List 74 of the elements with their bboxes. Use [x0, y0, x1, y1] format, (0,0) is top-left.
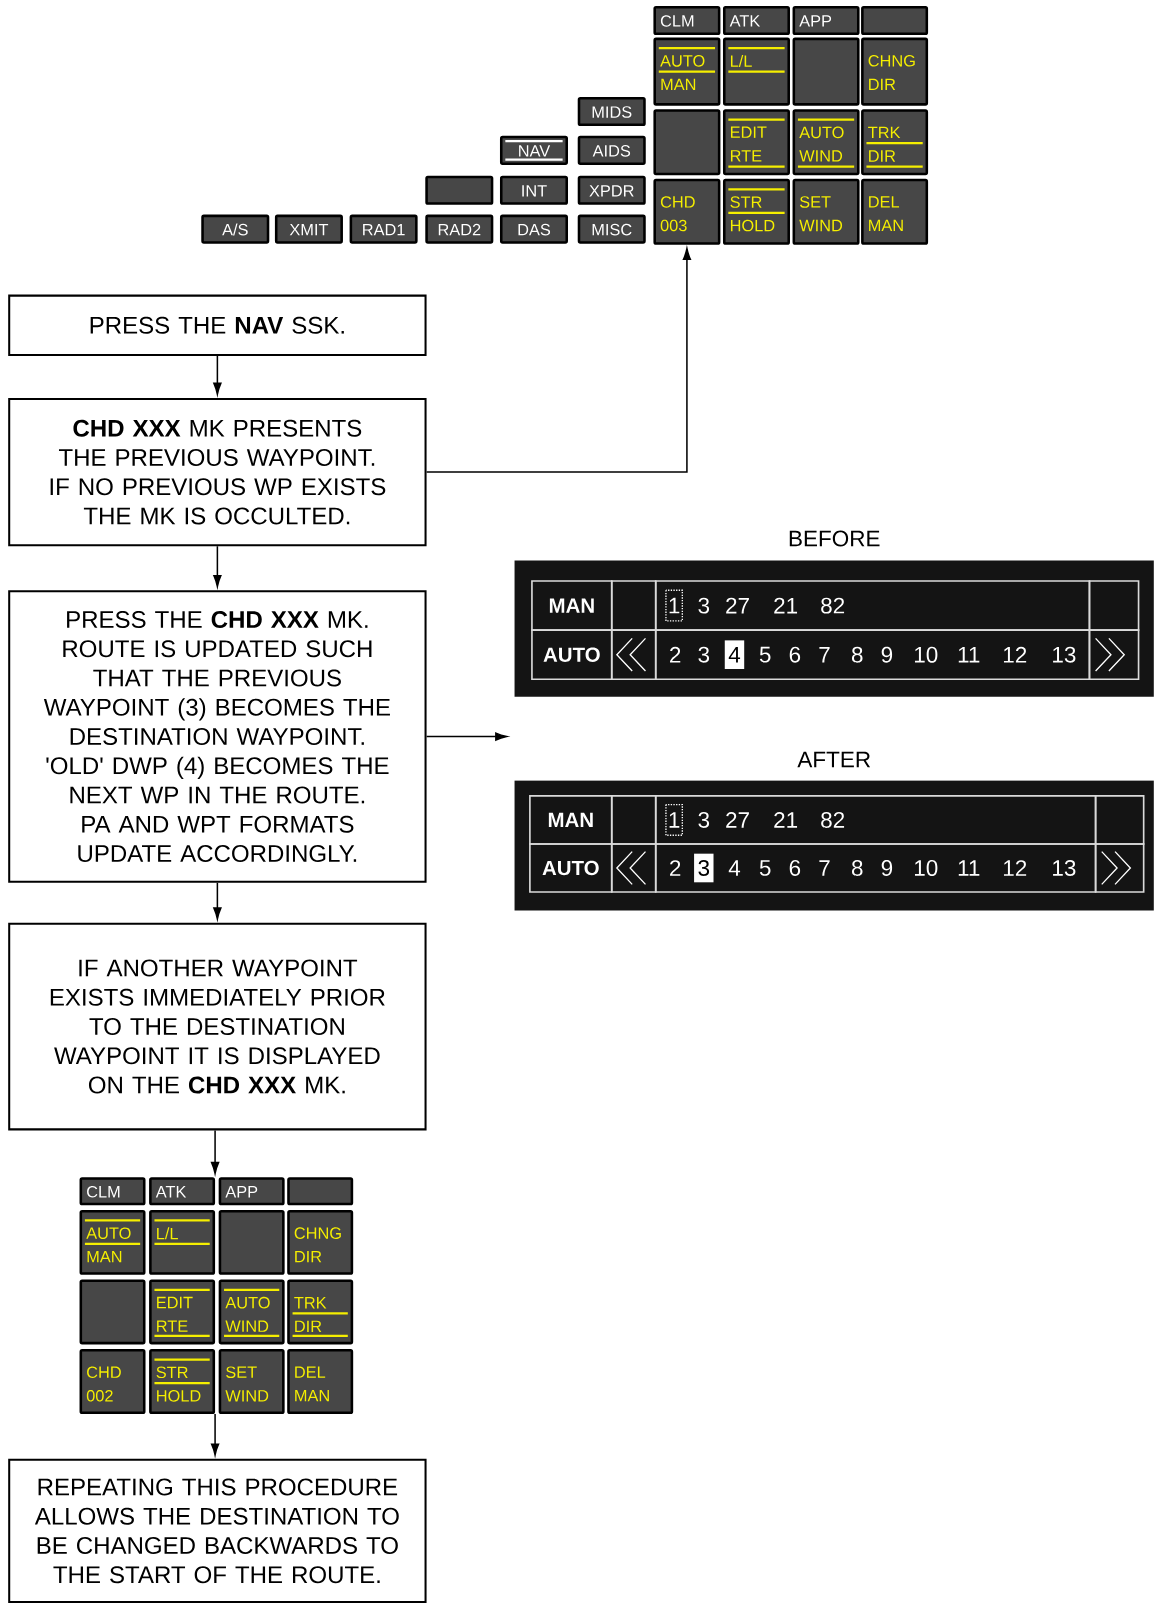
process-box: PRESS THE NAV SSK.	[8, 294, 427, 356]
soft-key: NAV	[500, 135, 569, 165]
soft-key: SET WIND	[218, 1349, 285, 1414]
soft-key: A/S	[201, 214, 270, 244]
process-box: CHD XXX MK PRESENTS THE PREVIOUS WAYPOINT. IF NO PREVIOUS WP EXISTS THE MK IS OCCULTED.	[8, 397, 427, 547]
arrow	[213, 545, 222, 588]
arrow	[425, 732, 508, 741]
soft-key: XPDR	[577, 175, 646, 205]
soft-key	[425, 175, 494, 205]
soft-key: TRK DIR	[861, 109, 929, 176]
arrow	[213, 882, 222, 920]
display-cell: 1 3 27 21 82	[654, 580, 1091, 631]
soft-key: ATK	[149, 1177, 216, 1206]
soft-key: CHD 003	[653, 178, 721, 245]
arrow	[425, 247, 692, 473]
soft-key: APP	[218, 1177, 285, 1206]
soft-key: ATK	[723, 5, 791, 36]
display-cell	[1094, 795, 1145, 845]
soft-key: STR HOLD	[723, 178, 791, 245]
soft-key: L/L	[723, 37, 791, 106]
soft-key	[653, 109, 721, 176]
soft-key: CLM	[79, 1177, 146, 1206]
display-cell	[610, 629, 657, 681]
display-cell: AUTO	[529, 843, 613, 893]
soft-key: MISC	[577, 214, 646, 244]
soft-key: RAD1	[349, 214, 418, 244]
soft-key: EDIT RTE	[149, 1279, 216, 1345]
soft-key: CHD 002	[79, 1349, 146, 1414]
display-cell: MAN	[531, 580, 613, 631]
process-box: PRESS THE CHD XXX MK. ROUTE IS UPDATED SUCH THAT THE PREVIOUS WAYPOINT (3) BECOMES THE DESTINATION WAYPOINT. 'OLD' DWP (4) BECOMES THE NEXT WP IN THE ROUTE. PA AND WPT FORMATS UPDATE ACCORDINGLY.	[8, 590, 427, 883]
soft-key: STR HOLD	[149, 1349, 216, 1414]
soft-key: APP	[792, 5, 860, 36]
display-cell	[610, 843, 657, 893]
soft-key: AUTO MAN	[653, 37, 721, 106]
soft-key: AUTO MAN	[79, 1209, 146, 1275]
soft-key: EDIT RTE	[723, 109, 791, 176]
arrow	[210, 1129, 220, 1175]
soft-key: CLM	[653, 5, 721, 36]
display-cell: 1 3 27 21 82	[654, 795, 1097, 845]
display-cell: AUTO	[531, 629, 613, 681]
soft-key	[861, 5, 929, 36]
display-cell	[610, 795, 657, 845]
soft-key: AUTO WIND	[792, 109, 860, 176]
soft-key: INT	[500, 175, 569, 205]
display-cell	[1088, 580, 1140, 631]
soft-key: DEL MAN	[861, 178, 929, 245]
soft-key: L/L	[149, 1209, 216, 1275]
display-cell	[610, 580, 657, 631]
arrow	[213, 355, 222, 395]
soft-key: CHNG DIR	[861, 37, 929, 106]
display-cell: MAN	[529, 795, 613, 845]
soft-key	[79, 1279, 146, 1345]
arrow	[210, 1413, 220, 1456]
soft-key: CHNG DIR	[287, 1209, 354, 1275]
panel-heading: AFTER	[797, 751, 871, 768]
soft-key	[792, 37, 860, 106]
display-cell: 2 3 4 5 6 7 8 9 10 11 12 13	[654, 843, 1097, 893]
soft-key: MIDS	[577, 96, 646, 127]
process-box: IF ANOTHER WAYPOINT EXISTS IMMEDIATELY PRIOR TO THE DESTINATION WAYPOINT IT IS DISPLAYED ON THE CHD XXX MK.	[8, 922, 427, 1131]
soft-key: SET WIND	[792, 178, 860, 245]
soft-key: XMIT	[274, 214, 343, 244]
soft-key: DAS	[500, 214, 569, 244]
panel-heading: BEFORE	[789, 530, 880, 547]
soft-key: RAD2	[425, 214, 494, 244]
display-cell	[1094, 843, 1145, 893]
soft-key: TRK DIR	[287, 1279, 354, 1345]
process-box: REPEATING THIS PROCEDURE ALLOWS THE DESTINATION TO BE CHANGED BACKWARDS TO THE START OF THE ROUTE.	[8, 1458, 427, 1603]
soft-key: AIDS	[577, 135, 646, 165]
soft-key	[287, 1177, 354, 1206]
soft-key: DEL MAN	[287, 1349, 354, 1414]
soft-key: AUTO WIND	[218, 1279, 285, 1345]
soft-key	[218, 1209, 285, 1275]
display-cell: 2 3 4 5 6 7 8 9 10 11 12 13	[654, 629, 1091, 681]
display-cell	[1088, 629, 1140, 681]
